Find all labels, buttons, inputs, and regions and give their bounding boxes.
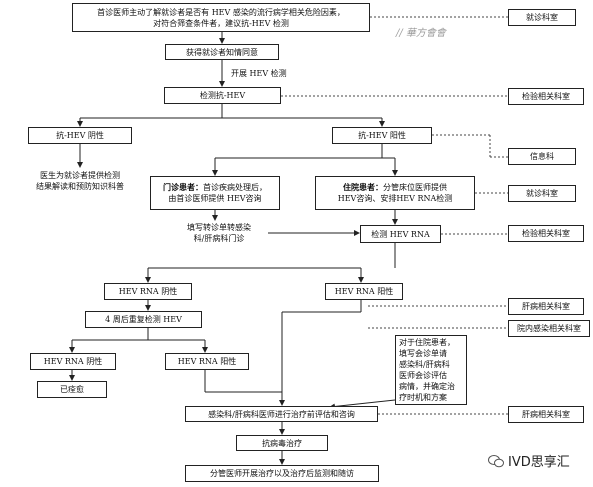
outpatient-label: 门诊患者： xyxy=(163,182,203,192)
hev-rna-positive-retest-box: HEV RNA 阳性 xyxy=(165,353,249,370)
inpatient-label: 住院患者： xyxy=(343,182,383,192)
hev-rna-negative-retest-box: HEV RNA 阴性 xyxy=(30,353,116,370)
cured-box: 已痊愈 xyxy=(37,381,107,398)
department-clinic-2: 就诊科室 xyxy=(508,185,576,202)
brand-name: IVD思享汇 xyxy=(508,455,570,470)
hev-rna-test-box: 检测 HEV RNA xyxy=(360,225,441,243)
department-hepatology-1: 肝病相关科室 xyxy=(508,298,584,315)
patient-education-box: 医生为就诊者提供检测 结果解读和预防知识科普 xyxy=(36,171,124,191)
inpatient-consultation-note: 对于住院患者， 填写会诊单请 感染科/肝病科 医师会诊评估 病情，并确定治 疗时… xyxy=(395,335,467,405)
department-clinic-1: 就诊科室 xyxy=(508,9,576,26)
brand-mark: IVD思享汇 xyxy=(488,451,570,470)
department-infection-control: 院内感染相关科室 xyxy=(508,320,590,337)
pretreatment-assessment-box: 感染科/肝病科医师进行治疗前评估和咨询 xyxy=(185,406,378,422)
followup-monitoring-box: 分管医师开展治疗以及治疗后监测和随访 xyxy=(185,465,379,482)
department-lab-2: 检验相关科室 xyxy=(508,225,584,242)
anti-hev-positive-box: 抗-HEV 阳性 xyxy=(332,127,432,144)
start-hev-test-label: 开展 HEV 检测 xyxy=(231,69,287,78)
inpatient-box: 住院患者：分管床位医师提供 HEV咨询、安排HEV RNA检测 xyxy=(315,176,475,210)
anti-hev-negative-box: 抗-HEV 阴性 xyxy=(28,127,132,144)
watermark-text: // 華方會會 xyxy=(396,28,446,39)
anti-hev-test-box: 检测抗-HEV xyxy=(164,87,281,104)
hev-rna-negative-box: HEV RNA 阴性 xyxy=(104,283,192,300)
department-lab-1: 检验相关科室 xyxy=(508,88,584,105)
department-it: 信息科 xyxy=(508,148,576,165)
retest-4-weeks-box: 4 周后重复检测 HEV xyxy=(85,311,202,328)
inpatient-text: 分管床位医师提供 HEV咨询、安排HEV RNA检测 xyxy=(337,183,453,203)
antiviral-treatment-box: 抗病毒治疗 xyxy=(236,435,328,451)
screening-instruction-box: 首诊医师主动了解就诊者是否有 HEV 感染的流行病学相关危险因素， 对符合筛查条… xyxy=(72,3,370,32)
chat-bubble-icon xyxy=(488,454,504,467)
outpatient-text: 首诊疾病处理后， 由首诊医师提供 HEV咨询 xyxy=(168,183,267,203)
department-hepatology-2: 肝病相关科室 xyxy=(508,406,584,423)
referral-box: 填写转诊单转感染 科/肝病科门诊 xyxy=(187,223,251,243)
informed-consent-box: 获得就诊者知情同意 xyxy=(165,44,279,60)
outpatient-box: 门诊患者：首诊疾病处理后， 由首诊医师提供 HEV咨询 xyxy=(150,176,280,210)
hev-rna-positive-box: HEV RNA 阳性 xyxy=(325,283,403,300)
